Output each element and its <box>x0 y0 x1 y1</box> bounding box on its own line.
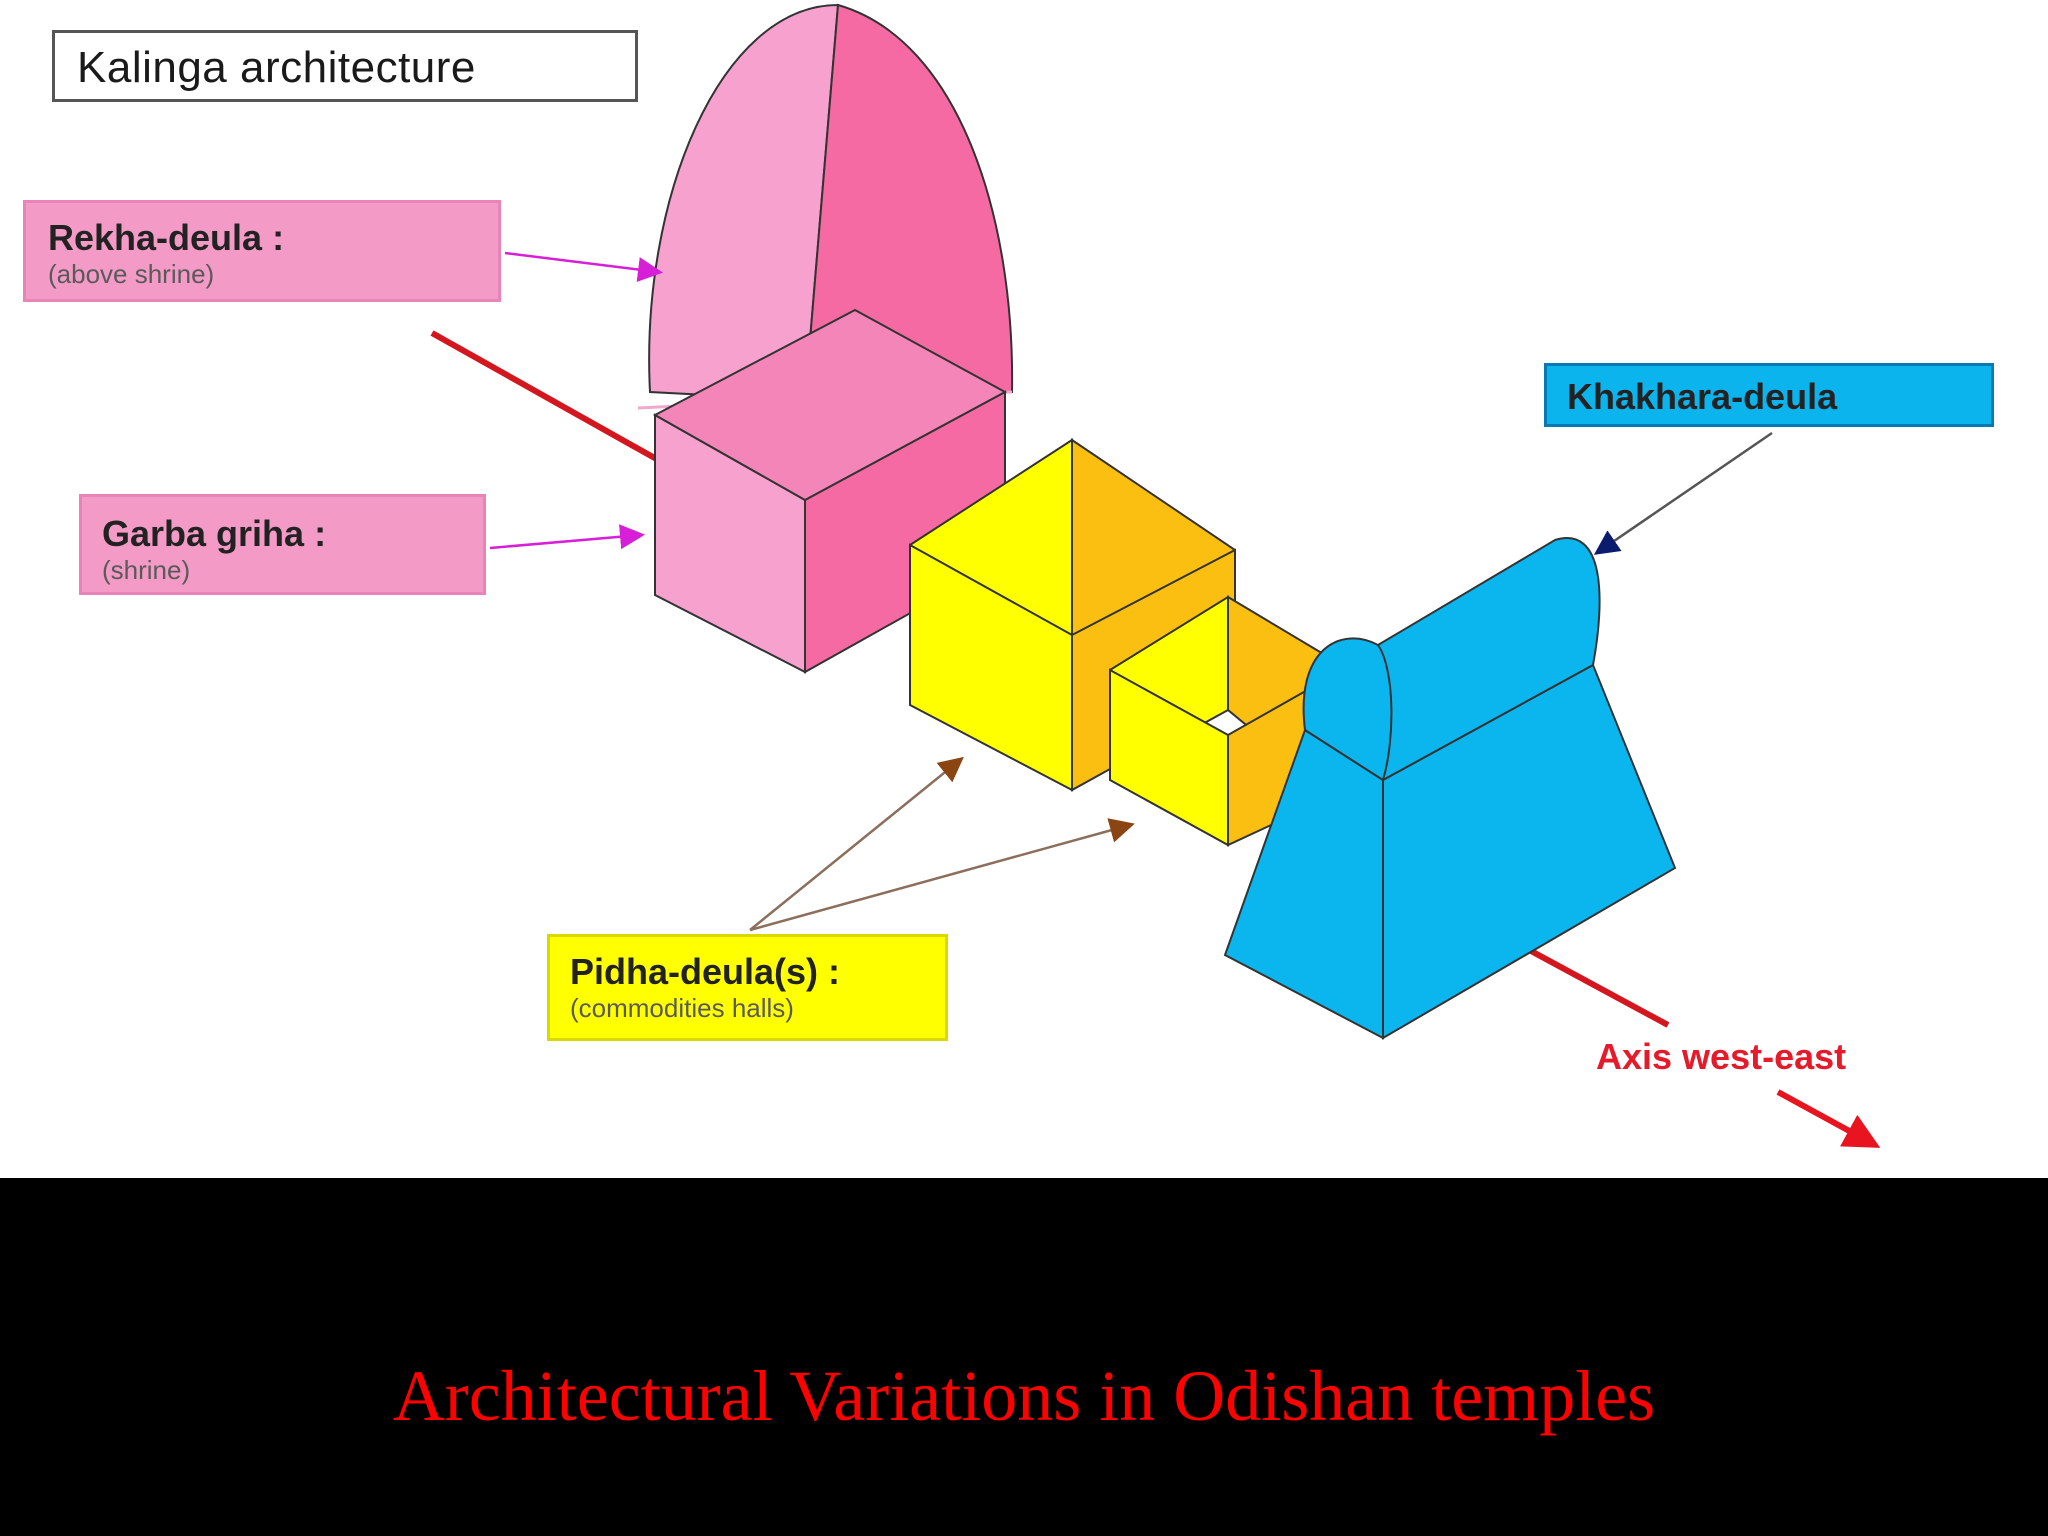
khakhara-deula-label-box: Khakhara-deula <box>1544 363 1994 427</box>
garba-griha-shape <box>652 308 1008 674</box>
garba-griha-label-box: Garba griha : (shrine) <box>79 494 486 595</box>
khakhara-deula-label: Khakhara-deula <box>1567 376 1838 417</box>
axis-label: Axis west-east <box>1596 1036 1847 1077</box>
pidha-arrow-2 <box>749 818 1135 932</box>
pidha-deula-sublabel: (commodities halls) <box>570 993 794 1023</box>
garba-griha-label: Garba griha : <box>102 513 327 554</box>
rekha-deula-label-box: Rekha-deula : (above shrine) <box>23 200 501 302</box>
diagram-title-box: Kalinga architecture <box>52 30 638 102</box>
rekha-deula-label: Rekha-deula : <box>48 217 285 258</box>
pidha-arrow-1 <box>749 756 964 931</box>
diagram-panel: Kalinga architecture Rekha-deula : (abov… <box>0 0 2048 1178</box>
temple-diagram <box>430 3 1881 1148</box>
axis-line-west <box>430 330 662 464</box>
garba-griha-sublabel: (shrine) <box>102 555 191 585</box>
axis-direction-arrow <box>1776 1089 1881 1148</box>
khakhara-arrow <box>1593 431 1773 555</box>
slide-caption: Architectural Variations in Odishan temp… <box>392 1356 1656 1436</box>
khakhara-deula-shape <box>1223 537 1677 1040</box>
diagram-title: Kalinga architecture <box>77 43 476 92</box>
axis-line-east <box>1518 942 1670 1028</box>
rekha-deula-shape <box>637 3 1014 410</box>
rekha-deula-sublabel: (above shrine) <box>48 259 215 289</box>
pidha-deula-label-box: Pidha-deula(s) : (commodities halls) <box>547 934 948 1041</box>
rekha-arrow <box>504 251 663 282</box>
garba-arrow <box>489 524 645 550</box>
pidha-deula-label: Pidha-deula(s) : <box>570 951 841 992</box>
